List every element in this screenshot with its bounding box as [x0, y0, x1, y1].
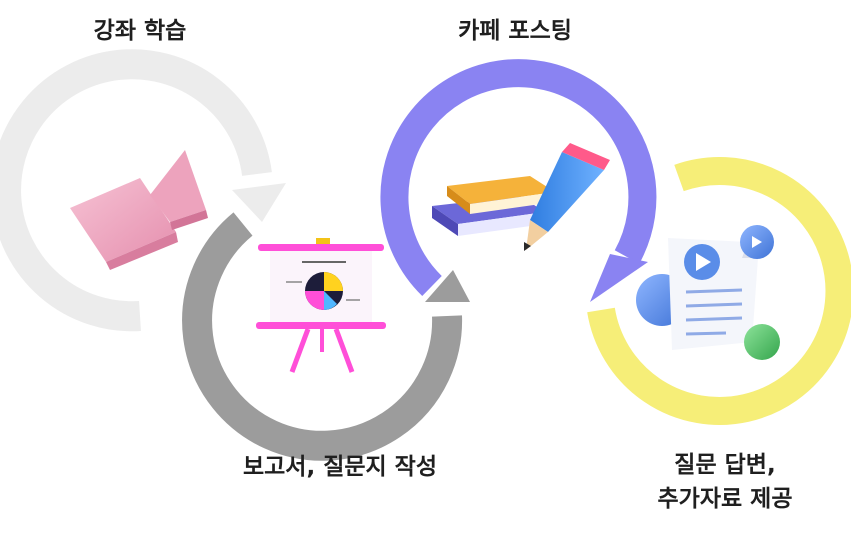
cycle-arrow-2 [182, 212, 470, 461]
step-label-answer-materials: 질문 답변, 추가자료 제공 [600, 448, 850, 516]
video-camera-icon [70, 150, 208, 270]
step-label-report-questionnaire: 보고서, 질문지 작성 [242, 454, 438, 480]
step-label-course-learning: 강좌 학습 [93, 18, 187, 44]
cycle-arrow-1 [0, 49, 286, 332]
cycle-arrow-3 [380, 59, 657, 302]
step-label-answer-line1: 질문 답변, [674, 452, 776, 478]
books-pencil-icon [432, 143, 610, 251]
step-label-cafe-posting: 카페 포스팅 [458, 18, 572, 44]
step-label-answer-line2: 추가자료 제공 [657, 486, 793, 512]
document-video-icon [636, 225, 780, 360]
cycle-arrow-4 [587, 157, 851, 425]
presentation-board-icon [256, 238, 386, 373]
